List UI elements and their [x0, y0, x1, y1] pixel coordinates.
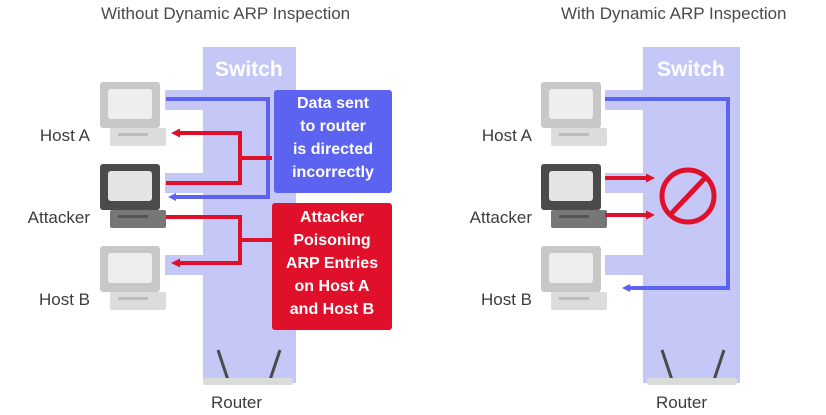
- callout-red-line: Poisoning: [293, 232, 371, 249]
- callout-red-line: on Host A: [294, 278, 370, 295]
- incorrect-routing-callout: Data sent to router is directed incorrec…: [274, 90, 392, 193]
- right-router-label: Router: [656, 393, 708, 412]
- right-host-b-computer: [541, 246, 607, 310]
- callout-red-line: ARP Entries: [285, 255, 379, 272]
- right-router-icon: [647, 349, 737, 385]
- right-host-b-label: Host B: [480, 290, 532, 309]
- right-data-path: [605, 97, 730, 292]
- left-router-label: Router: [211, 393, 263, 412]
- right-attacker-computer: [541, 164, 607, 228]
- right-attack-paths: [605, 173, 655, 220]
- left-data-path: [166, 97, 270, 201]
- left-host-a-computer: [100, 82, 166, 146]
- right-panel-title: With Dynamic ARP Inspection: [561, 4, 787, 23]
- left-switch-label: Switch: [215, 58, 283, 81]
- left-router-icon: [203, 349, 293, 385]
- left-attack-paths: [166, 128, 272, 268]
- prohibited-icon: [659, 167, 717, 225]
- left-host-b-label: Host B: [38, 290, 90, 309]
- left-attacker-label: Attacker: [27, 208, 90, 227]
- callout-blue-line: Data sent: [296, 95, 370, 112]
- left-attacker-computer: [100, 164, 166, 228]
- callout-red-line: Attacker: [299, 209, 365, 226]
- callout-red-line: and Host B: [289, 301, 375, 318]
- left-host-a-label: Host A: [39, 126, 90, 145]
- right-host-a-label: Host A: [481, 126, 532, 145]
- left-host-b-computer: [100, 246, 166, 310]
- left-panel-title: Without Dynamic ARP Inspection: [101, 4, 351, 23]
- right-switch: [605, 47, 740, 384]
- right-attacker-label: Attacker: [469, 208, 532, 227]
- right-host-a-computer: [541, 82, 607, 146]
- right-switch-label: Switch: [657, 58, 725, 81]
- callout-blue-line: to router: [300, 118, 366, 135]
- callout-blue-line: is directed: [292, 141, 374, 158]
- arp-poisoning-callout: Attacker Poisoning ARP Entries on Host A…: [272, 203, 392, 330]
- callout-blue-line: incorrectly: [292, 164, 374, 181]
